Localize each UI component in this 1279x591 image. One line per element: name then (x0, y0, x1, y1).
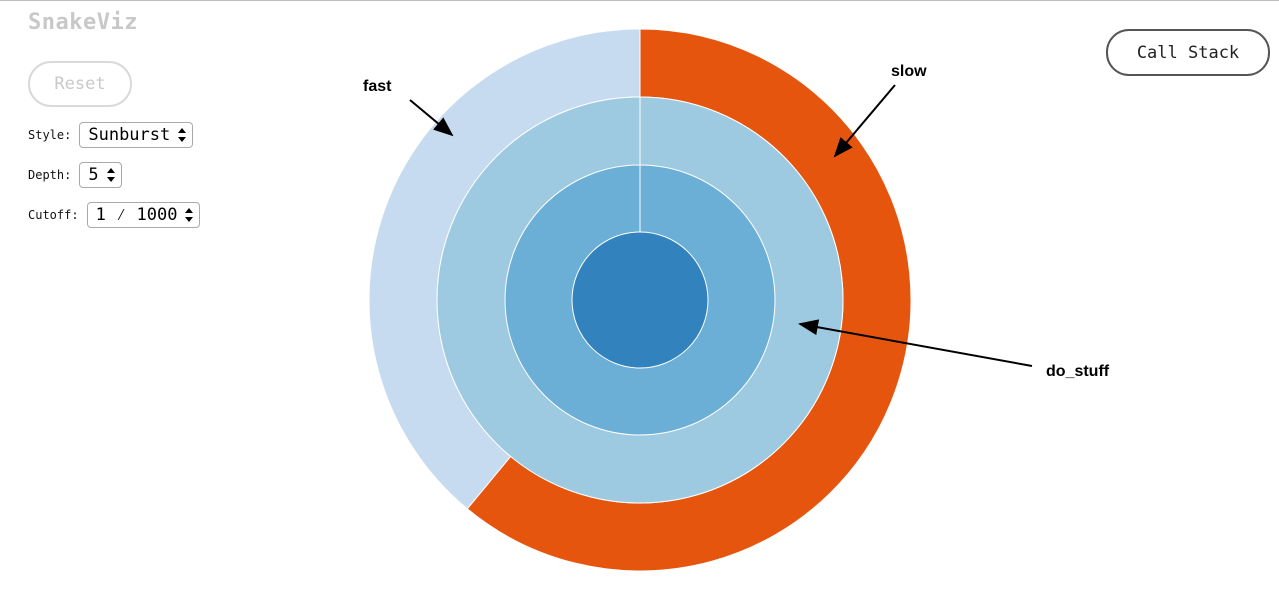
style-select-value: Sunburst (88, 125, 171, 145)
top-border (0, 0, 1279, 1)
updown-arrows-icon (178, 128, 187, 142)
sunburst-center[interactable] (571, 231, 709, 369)
annotation-do-stuff-arrow (798, 319, 1033, 367)
depth-select[interactable]: 5 (79, 162, 122, 188)
depth-label: Depth: (28, 168, 72, 182)
app-title: SnakeViz (28, 10, 138, 35)
annotation-do-stuff: do_stuff (1046, 363, 1110, 380)
updown-arrows-icon (185, 208, 194, 222)
style-control: Style: Sunburst (28, 122, 194, 148)
annotation-slow-arrow (833, 84, 896, 158)
style-select[interactable]: Sunburst (79, 122, 194, 148)
cutoff-control: Cutoff: 1 ⁄ 1000 (28, 202, 201, 228)
call-stack-button[interactable]: Call Stack (1106, 29, 1270, 76)
annotation-fast: fast (363, 78, 392, 95)
cutoff-select-value: 1 ⁄ 1000 (95, 204, 178, 225)
cutoff-label: Cutoff: (28, 208, 79, 222)
updown-arrows-icon (106, 168, 115, 182)
annotation-slow: slow (891, 63, 927, 80)
depth-control: Depth: 5 (28, 162, 122, 188)
depth-select-value: 5 (88, 165, 99, 185)
style-label: Style: (28, 128, 72, 142)
reset-button[interactable]: Reset (28, 61, 132, 107)
annotation-fast-arrow (409, 99, 454, 137)
cutoff-select[interactable]: 1 ⁄ 1000 (86, 202, 201, 228)
